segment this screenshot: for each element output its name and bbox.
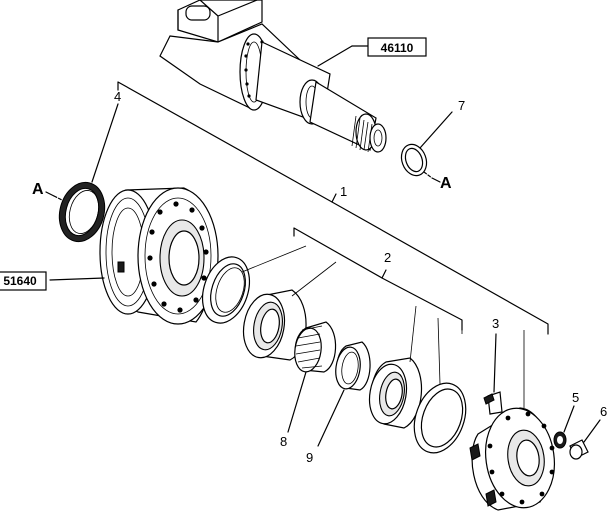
- bolt-3: 3: [483, 316, 503, 415]
- group-bracket-1: 1: [117, 81, 549, 335]
- callout-8: 8: [280, 434, 287, 449]
- callout-6: 6: [600, 404, 607, 419]
- roller-bearing-8: 8: [280, 321, 337, 449]
- drum-reference-number: 51640: [3, 274, 37, 288]
- callout-3: 3: [492, 316, 499, 331]
- section-mark-left: A: [32, 181, 44, 198]
- callout-9: 9: [306, 450, 313, 465]
- section-mark-right: A: [440, 175, 452, 192]
- bearing-cup-9: 9: [306, 341, 371, 465]
- leader-lines: [241, 245, 525, 408]
- callout-7: 7: [458, 98, 465, 113]
- axle-reference-label: 46110: [317, 37, 427, 67]
- axle-spindle: [159, 0, 387, 153]
- callout-1: 1: [340, 184, 347, 199]
- nut-5: 5: [553, 390, 579, 449]
- wheel-hub: [469, 407, 555, 511]
- callout-2: 2: [384, 250, 391, 265]
- axle-reference-number: 46110: [381, 41, 414, 55]
- oil-seal: [201, 256, 251, 324]
- cap-6: 6: [569, 404, 607, 460]
- seal-ring-4: 4 A: [32, 89, 121, 243]
- bearing-race: [242, 289, 307, 361]
- brake-drum: 51640: [0, 187, 219, 325]
- snap-ring-7: 7 A: [400, 98, 465, 192]
- seal-ring: [413, 382, 467, 454]
- callout-5: 5: [572, 390, 579, 405]
- group-bracket-2: 2: [293, 227, 463, 331]
- callout-4: 4: [114, 89, 121, 104]
- bearing-cone: [368, 357, 423, 429]
